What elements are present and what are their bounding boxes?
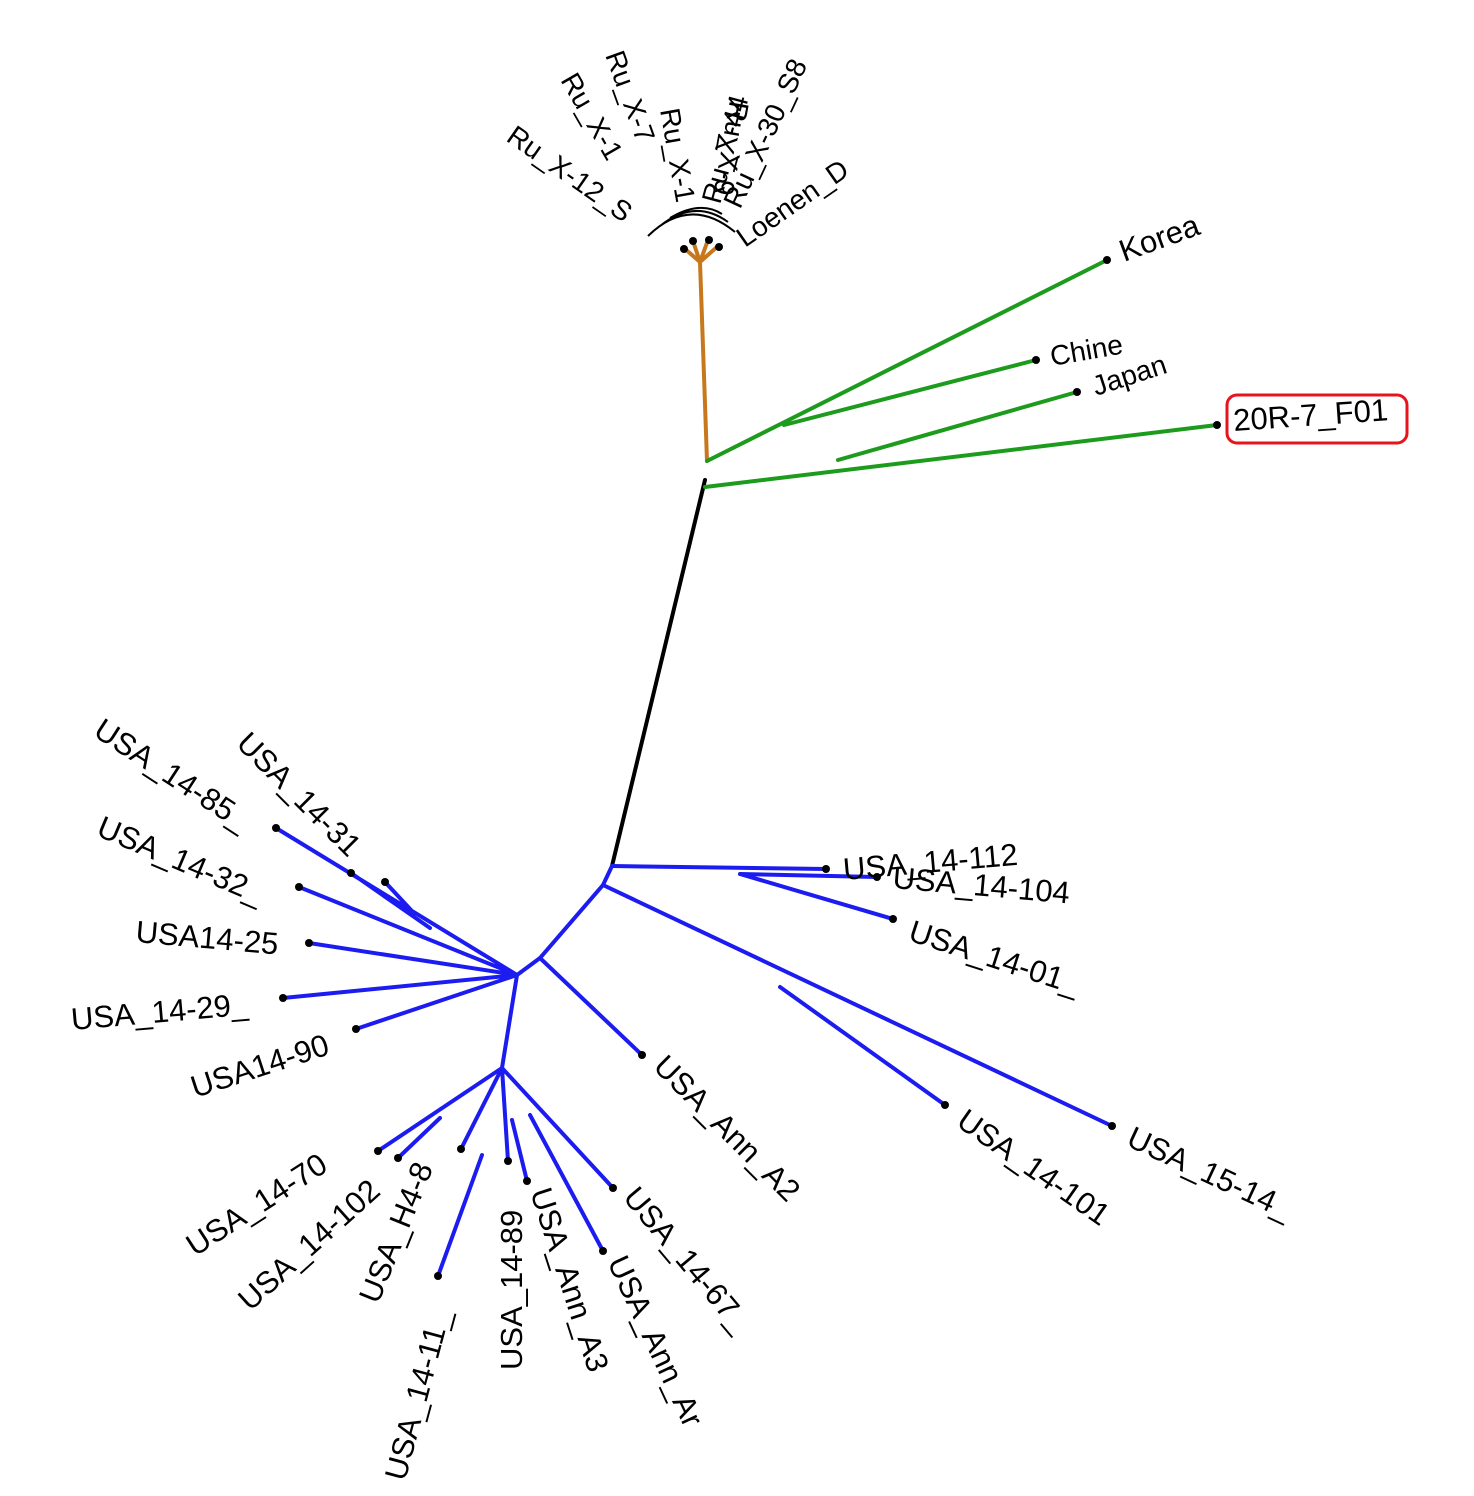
leaf-label: USA_14-101 bbox=[951, 1102, 1116, 1232]
tip-dot bbox=[689, 237, 697, 245]
tip-dot bbox=[1073, 388, 1081, 396]
leaf-label: USA14-25 bbox=[134, 914, 280, 961]
leaf-label: USA14-90 bbox=[186, 1027, 333, 1104]
leaf-label: USA_15-14_ bbox=[1122, 1120, 1298, 1227]
tip-dot bbox=[599, 1247, 607, 1255]
tip-dot bbox=[1032, 356, 1040, 364]
highlight-box bbox=[1225, 393, 1409, 445]
tip-dot bbox=[394, 1154, 402, 1162]
tip-dot bbox=[822, 865, 830, 873]
usa-clade: USA_14-85_ USA_14-31 USA_14-32_ USA14-25… bbox=[70, 712, 1299, 1484]
leaf-label: USA_14-01_ bbox=[905, 913, 1085, 1001]
tip-dot bbox=[434, 1272, 442, 1280]
tip-dot bbox=[504, 1157, 512, 1165]
leaf-label-korea: Korea bbox=[1114, 207, 1204, 268]
leaf-label: USA_14-29_ bbox=[70, 987, 251, 1037]
leaf-label: USA_14-104 bbox=[891, 860, 1071, 910]
tip-dot bbox=[347, 869, 355, 877]
tip-dot bbox=[705, 236, 713, 244]
asian-branches bbox=[703, 258, 1219, 489]
usa-backbone bbox=[500, 864, 614, 1070]
tip-dot bbox=[305, 939, 313, 947]
tip-dot bbox=[941, 1101, 949, 1109]
tip-dot bbox=[374, 1147, 382, 1155]
tip-dot bbox=[457, 1145, 465, 1153]
european-clade: Ru_X-12_S Ru_X-1 Ru_X-7 Ru_X-1 Ru_X-9 Ru… bbox=[502, 46, 854, 463]
leaf-label: USA_Ann_A2 bbox=[647, 1048, 807, 1208]
tip-dot bbox=[352, 1025, 360, 1033]
tip-dot bbox=[680, 245, 688, 253]
leaf-label-highlighted: 20R-7_F01 bbox=[1232, 392, 1389, 438]
tip-dot bbox=[715, 243, 723, 251]
leaf-label: USA_14-11_ bbox=[378, 1305, 457, 1484]
trunk-branch bbox=[610, 478, 707, 868]
tip-dot bbox=[272, 824, 280, 832]
asian-clade: Korea Chine Japan 20R-7_F01 bbox=[703, 207, 1409, 489]
tip-dot bbox=[295, 883, 303, 891]
tip-dot bbox=[638, 1051, 646, 1059]
tip-dot bbox=[1108, 1122, 1116, 1130]
tip-dot bbox=[279, 994, 287, 1002]
tip-dot bbox=[1103, 256, 1111, 264]
european-stem bbox=[682, 238, 720, 463]
tip-dot bbox=[873, 873, 881, 881]
trunk-line bbox=[610, 478, 707, 868]
leaf-label: Ru_X-1 bbox=[654, 106, 701, 205]
tip-dot bbox=[1213, 421, 1221, 429]
tip-dot bbox=[523, 1177, 531, 1185]
european-crowded-arcs bbox=[647, 207, 736, 237]
leaf-label: USA_14-89 bbox=[494, 1210, 529, 1370]
tip-dot bbox=[609, 1184, 617, 1192]
tip-dot bbox=[381, 878, 389, 886]
tip-dot bbox=[889, 915, 897, 923]
leaf-label: USA_Ann_A3 bbox=[523, 1183, 615, 1376]
usa-branches bbox=[274, 826, 1114, 1278]
